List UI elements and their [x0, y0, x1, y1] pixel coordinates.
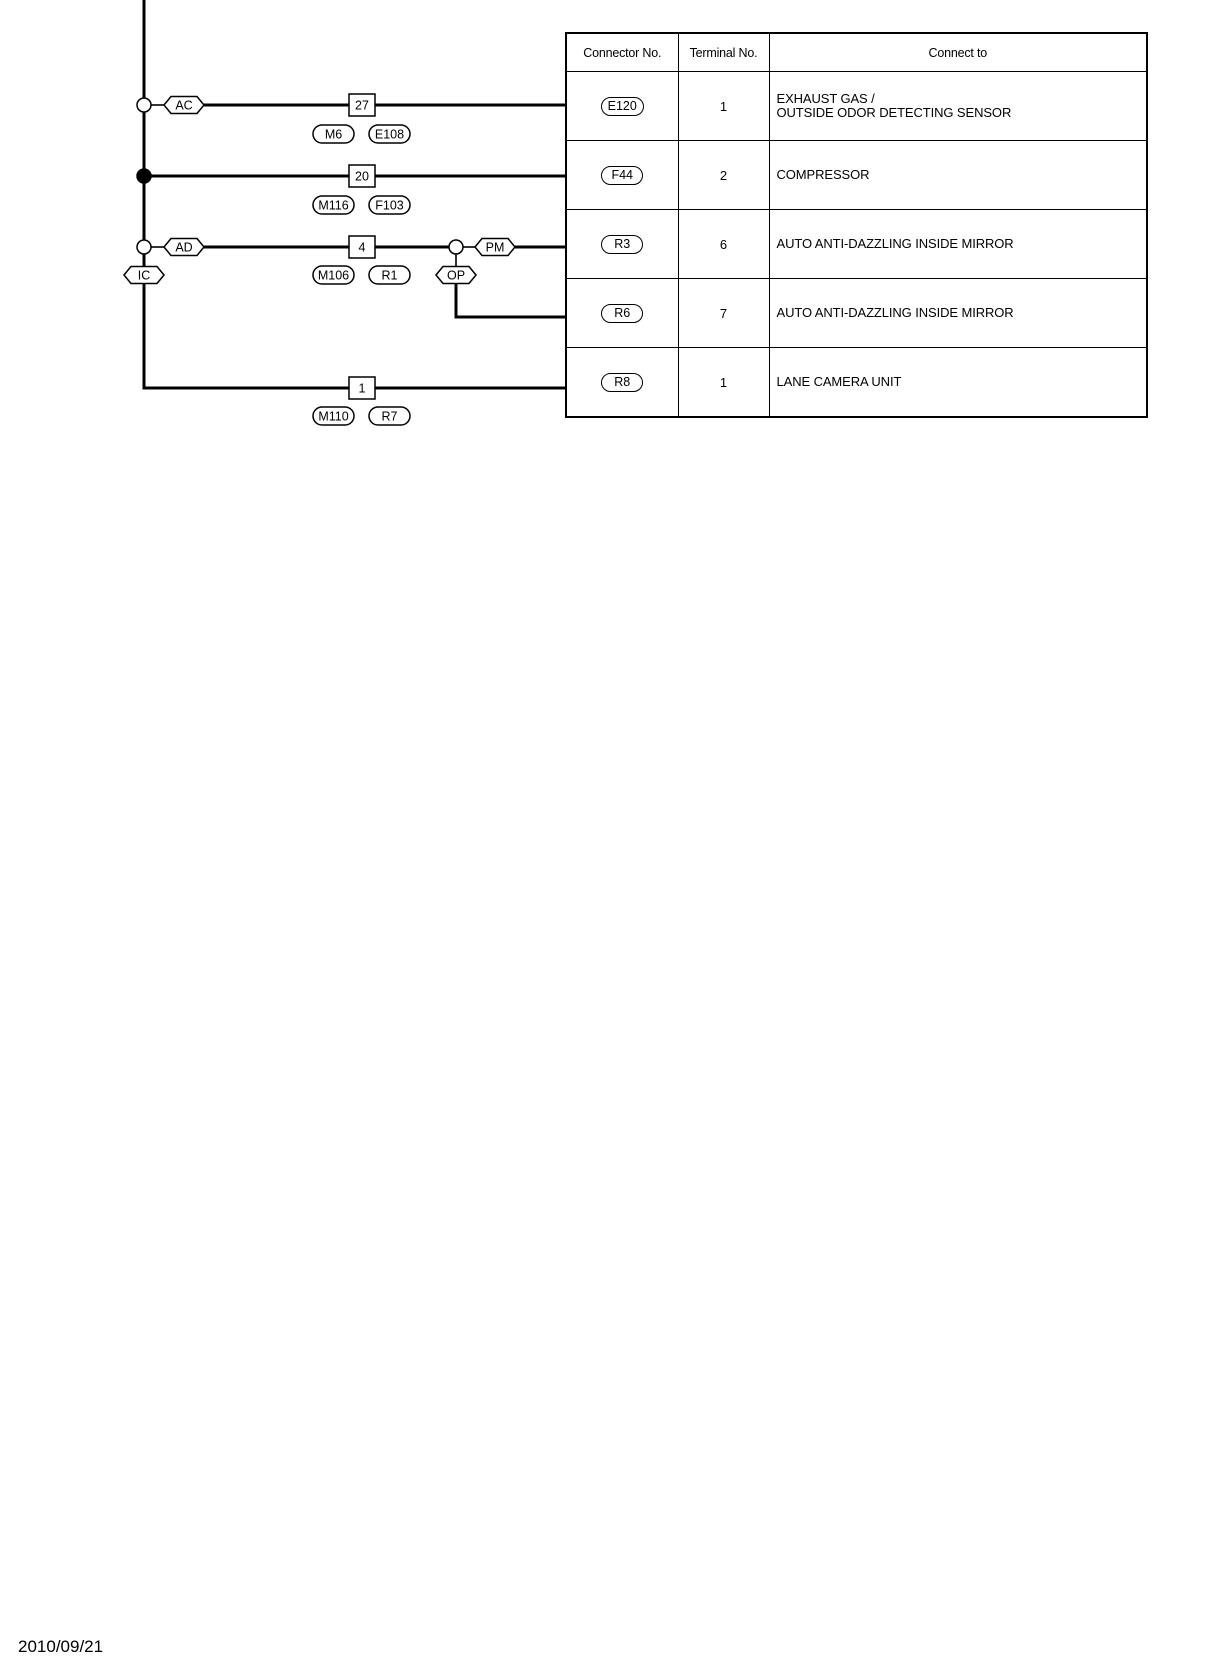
tag-label: AC [175, 99, 192, 113]
harness-connector-oval [368, 265, 411, 285]
tag-hexagon [435, 265, 477, 285]
harness-connector-label: E108 [375, 128, 404, 142]
terminal-cell: 2 [677, 140, 770, 210]
junction-terminal-label: 4 [359, 241, 366, 255]
connector-oval: R6 [601, 303, 644, 323]
harness-connector-oval [312, 265, 355, 285]
tag-hexagon [123, 265, 165, 285]
connect-to-cell: EXHAUST GAS / OUTSIDE ODOR DETECTING SEN… [768, 71, 1148, 141]
tag-label: AD [175, 241, 192, 255]
terminal-cell: 1 [677, 71, 770, 141]
table-header-row: Connector No. Terminal No. Connect to [565, 32, 1148, 72]
connector-oval: R3 [601, 234, 644, 254]
connector-cell: R3 [565, 209, 679, 279]
harness-connector-label: R7 [382, 410, 398, 424]
harness-connector-label: M110 [318, 410, 348, 424]
wiring-diagram: AC 27 M6 E108 20 M116 F103 AD IC 4 M106 [123, 0, 565, 426]
connector-oval: E120 [600, 96, 644, 116]
connect-to-line: EXHAUST GAS / [776, 91, 875, 106]
connection-table: Connector No. Terminal No. Connect to E1… [565, 32, 1148, 418]
harness-connector-oval [368, 195, 411, 215]
splice-open-circle [136, 97, 152, 113]
junction-terminal-label: 20 [355, 170, 369, 184]
table-row: R8 1 LANE CAMERA UNIT [565, 347, 1148, 418]
terminal-cell: 1 [677, 347, 770, 418]
terminal-cell: 6 [677, 209, 770, 279]
harness-connector-oval [368, 406, 411, 426]
header-connect-to: Connect to [768, 32, 1148, 72]
junction-terminal-box [348, 93, 376, 117]
junction-terminal-label: 27 [355, 99, 369, 113]
tag-label: IC [138, 269, 151, 283]
tag-label: PM [486, 241, 505, 255]
connect-to-line: COMPRESSOR [776, 167, 870, 182]
junction-terminal-label: 1 [359, 382, 366, 396]
branch-row-mirror: AD IC 4 M106 R1 PM OP [123, 235, 565, 319]
connector-oval: R8 [601, 372, 644, 392]
table-row: E120 1 EXHAUST GAS / OUTSIDE ODOR DETECT… [565, 71, 1148, 141]
harness-connector-label: R1 [382, 269, 398, 283]
tag-hexagon [163, 95, 205, 115]
harness-connector-oval [312, 406, 355, 426]
splice-open-circle [448, 239, 464, 255]
junction-terminal-box [348, 235, 376, 259]
terminal-cell: 7 [677, 278, 770, 348]
table-row: R3 6 AUTO ANTI-DAZZLING INSIDE MIRROR [565, 209, 1148, 279]
harness-connector-oval [368, 124, 411, 144]
table-row: R6 7 AUTO ANTI-DAZZLING INSIDE MIRROR [565, 278, 1148, 348]
tag-label: OP [447, 269, 465, 283]
harness-connector-label: M6 [325, 128, 342, 142]
tag-hexagon [474, 237, 516, 257]
tag-hexagon [163, 237, 205, 257]
connect-to-line: AUTO ANTI-DAZZLING INSIDE MIRROR [776, 305, 1014, 320]
connect-to-line: LANE CAMERA UNIT [776, 374, 902, 389]
branch-row-compressor: 20 M116 F103 [136, 164, 565, 215]
connect-to-cell: LANE CAMERA UNIT [768, 347, 1148, 418]
connect-to-cell: AUTO ANTI-DAZZLING INSIDE MIRROR [768, 278, 1148, 348]
main-trunk-wire [142, 0, 565, 390]
connector-oval: F44 [601, 165, 644, 185]
connect-to-line: AUTO ANTI-DAZZLING INSIDE MIRROR [776, 236, 1014, 251]
splice-open-circle [136, 239, 152, 255]
header-terminal-no: Terminal No. [677, 32, 770, 72]
harness-connector-oval [312, 124, 355, 144]
footer-date: 2010/09/21 [18, 1637, 104, 1656]
connector-cell: R6 [565, 278, 679, 348]
connect-to-line: OUTSIDE ODOR DETECTING SENSOR [776, 105, 1012, 120]
table-row: F44 2 COMPRESSOR [565, 140, 1148, 210]
junction-terminal-box [348, 164, 376, 188]
branch-row-ac: AC 27 M6 E108 [136, 93, 565, 144]
connector-cell: R8 [565, 347, 679, 418]
connect-to-cell: COMPRESSOR [768, 140, 1148, 210]
harness-connector-label: M106 [318, 269, 349, 283]
harness-connector-label: F103 [375, 199, 404, 213]
wire-to-r6 [454, 283, 565, 319]
harness-connector-oval [312, 195, 355, 215]
connector-cell: E120 [565, 71, 679, 141]
branch-row-lane-camera: 1 M110 R7 [312, 376, 411, 426]
harness-connector-label: M116 [318, 199, 348, 213]
splice-filled-dot [136, 168, 152, 184]
connector-cell: F44 [565, 140, 679, 210]
connect-to-cell: AUTO ANTI-DAZZLING INSIDE MIRROR [768, 209, 1148, 279]
header-connector-no: Connector No. [565, 32, 679, 72]
junction-terminal-box [348, 376, 376, 400]
